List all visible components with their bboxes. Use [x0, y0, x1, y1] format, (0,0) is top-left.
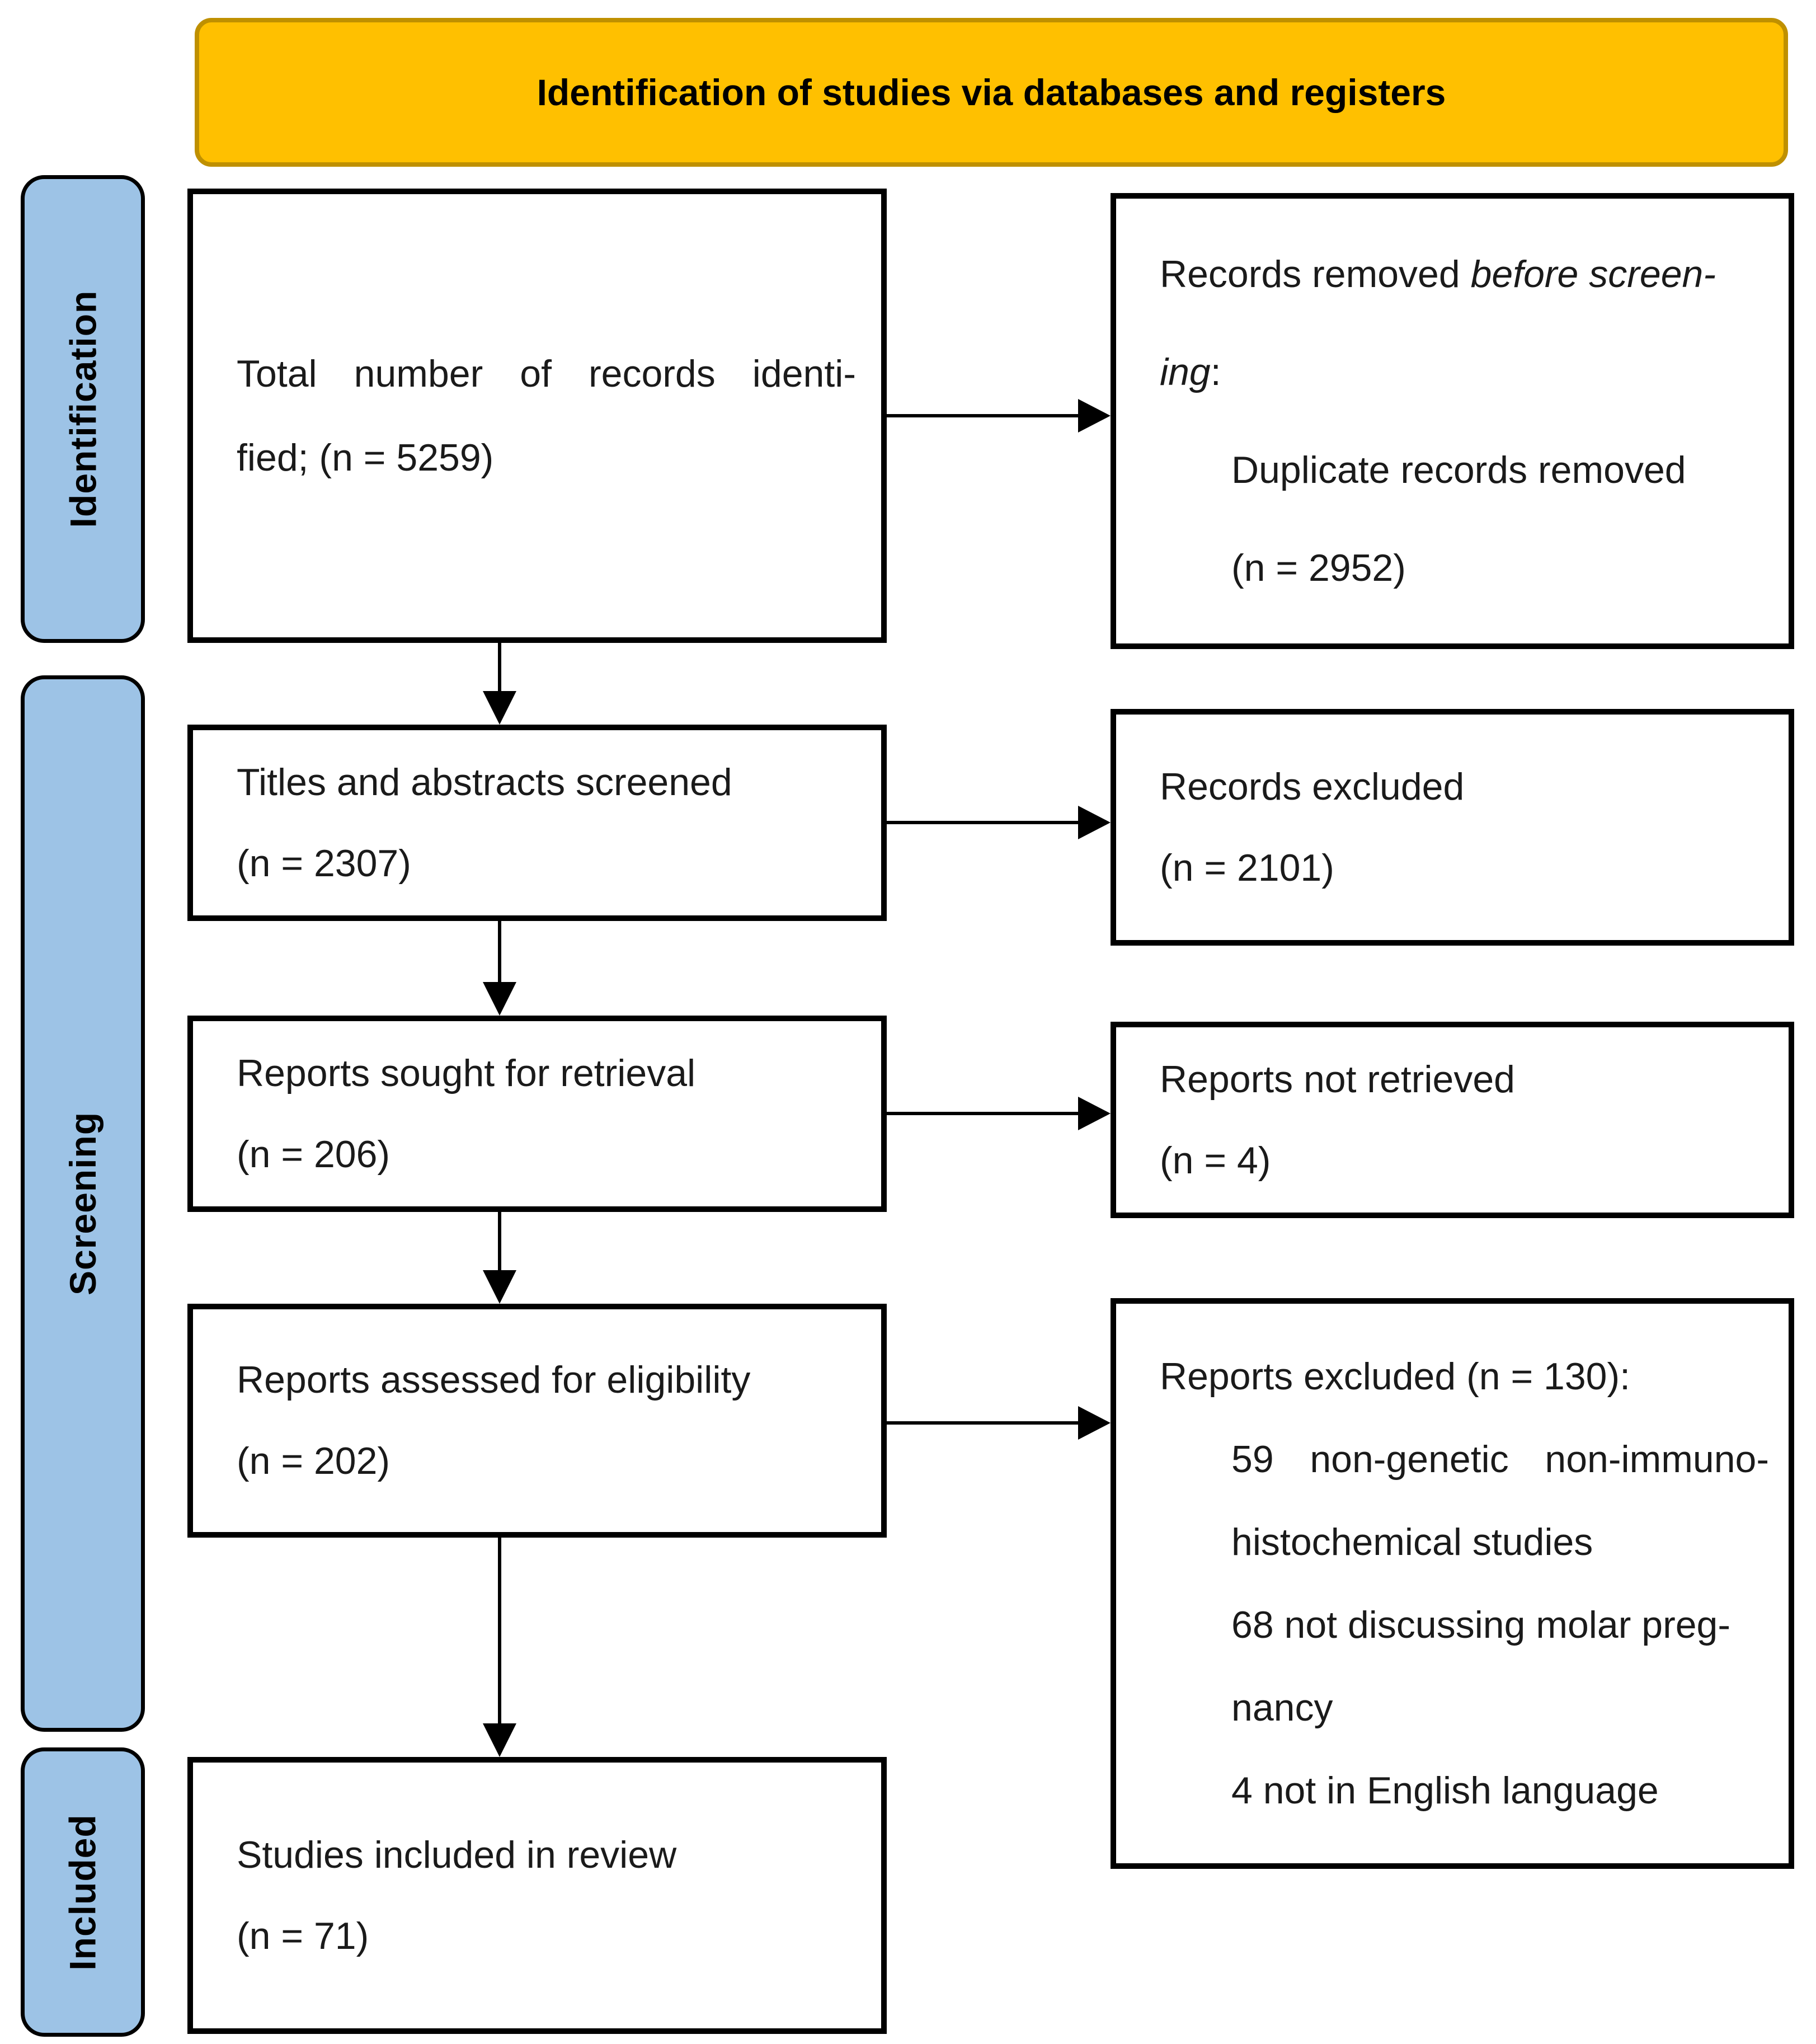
arrow-right-head [1078, 1406, 1111, 1440]
box-titles-abstracts-screened: Titles and abstracts screened (n = 2307) [187, 725, 887, 921]
box-reports-excluded-item2-line1: 68 not discussing molar preg- [1231, 1604, 1731, 1646]
banner-title: Identification of studies via databases … [537, 72, 1446, 113]
stage-label-identification: Identification [62, 290, 104, 528]
arrow-stem [887, 414, 1078, 417]
box-removed-item-line2: (n = 2952) [1231, 546, 1406, 589]
box-included-line1: Studies included in review [237, 1833, 677, 1876]
arrow-down-head [483, 982, 516, 1016]
arrow-right-head [1078, 399, 1111, 433]
box-removed-line2-regular: : [1210, 350, 1221, 393]
box-reports-excluded: Reports excluded (n = 130): 59 non-genet… [1111, 1298, 1794, 1869]
stage-bar-screening: Screening [21, 675, 145, 1732]
box-screened-line1: Titles and abstracts screened [237, 760, 732, 803]
box-assessed-line1: Reports assessed for eligibility [237, 1359, 751, 1401]
stage-label-screening: Screening [62, 1111, 104, 1296]
box-records-identified-line2: fied; (n = 5259) [237, 436, 494, 479]
box-not-retrieved-line1: Reports not retrieved [1160, 1058, 1515, 1101]
box-reports-excluded-item3: 4 not in English language [1231, 1769, 1659, 1812]
box-screened-line2: (n = 2307) [237, 842, 411, 885]
arrow-stem [498, 643, 501, 691]
box-reports-excluded-item2-line2: nancy [1231, 1686, 1333, 1729]
box-removed-line1-italic: before screen- [1470, 252, 1716, 295]
box-not-retrieved-line2: (n = 4) [1160, 1139, 1271, 1182]
box-studies-included: Studies included in review (n = 71) [187, 1757, 887, 2034]
box-reports-excluded-item1-line1: 59 non-genetic non-immuno- [1231, 1438, 1769, 1481]
stage-bar-included: Included [21, 1747, 145, 2037]
arrow-stem [887, 1421, 1078, 1425]
box-records-excluded-line1: Records excluded [1160, 765, 1465, 808]
stage-bar-identification: Identification [21, 175, 145, 643]
box-removed-line1: Records removed before screen- [1160, 225, 1769, 323]
box-reports-not-retrieved: Reports not retrieved (n = 4) [1111, 1022, 1794, 1218]
box-reports-excluded-header: Reports excluded (n = 130): [1160, 1355, 1631, 1398]
box-records-removed-before-screening: Records removed before screen- ing: Dupl… [1111, 193, 1794, 649]
box-records-excluded: Records excluded (n = 2101) [1111, 709, 1794, 946]
box-sought-line2: (n = 206) [237, 1133, 391, 1176]
box-reports-assessed: Reports assessed for eligibility (n = 20… [187, 1304, 887, 1538]
box-removed-line1-regular: Records removed [1160, 252, 1471, 295]
box-removed-line2-italic: ing [1160, 350, 1211, 393]
arrow-stem [887, 821, 1078, 824]
box-removed-line2: ing: [1160, 323, 1769, 421]
arrow-down-head [483, 1723, 516, 1757]
arrow-stem [498, 1538, 501, 1723]
arrow-right-head [1078, 1097, 1111, 1130]
arrow-stem [498, 1212, 501, 1270]
box-reports-sought: Reports sought for retrieval (n = 206) [187, 1016, 887, 1212]
box-records-identified: Total number of records identi- fied; (n… [187, 189, 887, 643]
arrow-stem [887, 1112, 1078, 1115]
box-records-identified-line1: Total number of records identi- [237, 353, 856, 395]
arrow-down-head [483, 691, 516, 725]
arrow-down-head [483, 1270, 516, 1304]
box-included-line2: (n = 71) [237, 1914, 369, 1957]
box-records-excluded-line2: (n = 2101) [1160, 846, 1334, 889]
arrow-stem [498, 921, 501, 982]
box-assessed-line2: (n = 202) [237, 1440, 391, 1482]
banner: Identification of studies via databases … [195, 18, 1788, 167]
stage-label-included: Included [62, 1813, 104, 1971]
box-reports-excluded-item1-line2: histochemical studies [1231, 1521, 1593, 1563]
arrow-right-head [1078, 806, 1111, 839]
box-sought-line1: Reports sought for retrieval [237, 1051, 696, 1094]
box-removed-item-line1: Duplicate records removed [1231, 448, 1686, 491]
